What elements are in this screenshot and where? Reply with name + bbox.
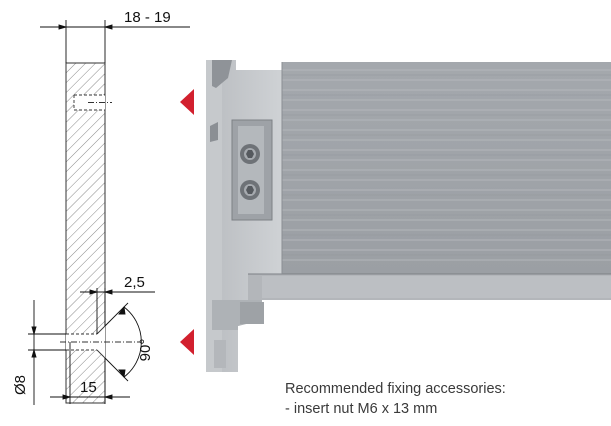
hole-diameter-dimension bbox=[28, 300, 66, 405]
countersink-angle-label: 90° bbox=[137, 339, 154, 362]
hole-offset-label: 15 bbox=[80, 379, 97, 396]
panel-section-drawing: 18 - 19 2,5 90° Ø8 bbox=[12, 9, 190, 405]
bolt-icon bbox=[240, 144, 260, 164]
upper-insert-hole bbox=[73, 94, 112, 111]
hole-diameter-label: Ø8 bbox=[12, 375, 29, 395]
countersink-depth-label: 2,5 bbox=[124, 274, 145, 291]
bolt-icon bbox=[240, 180, 260, 200]
countersink-depth-dimension bbox=[80, 288, 155, 334]
fixing-accessories-note: Recommended fixing accessories: - insert… bbox=[285, 379, 506, 419]
countersunk-hole bbox=[60, 325, 140, 359]
lower-position-arrow bbox=[180, 329, 194, 355]
upper-position-arrow bbox=[180, 89, 194, 115]
note-heading: Recommended fixing accessories: bbox=[285, 381, 506, 397]
thickness-label: 18 - 19 bbox=[124, 9, 171, 26]
note-item: - insert nut M6 x 13 mm bbox=[285, 401, 438, 417]
countersink-angle-dimension bbox=[104, 302, 142, 382]
profile-render bbox=[206, 60, 611, 372]
hole-offset-dimension bbox=[50, 342, 130, 404]
thickness-dimension bbox=[40, 20, 190, 63]
